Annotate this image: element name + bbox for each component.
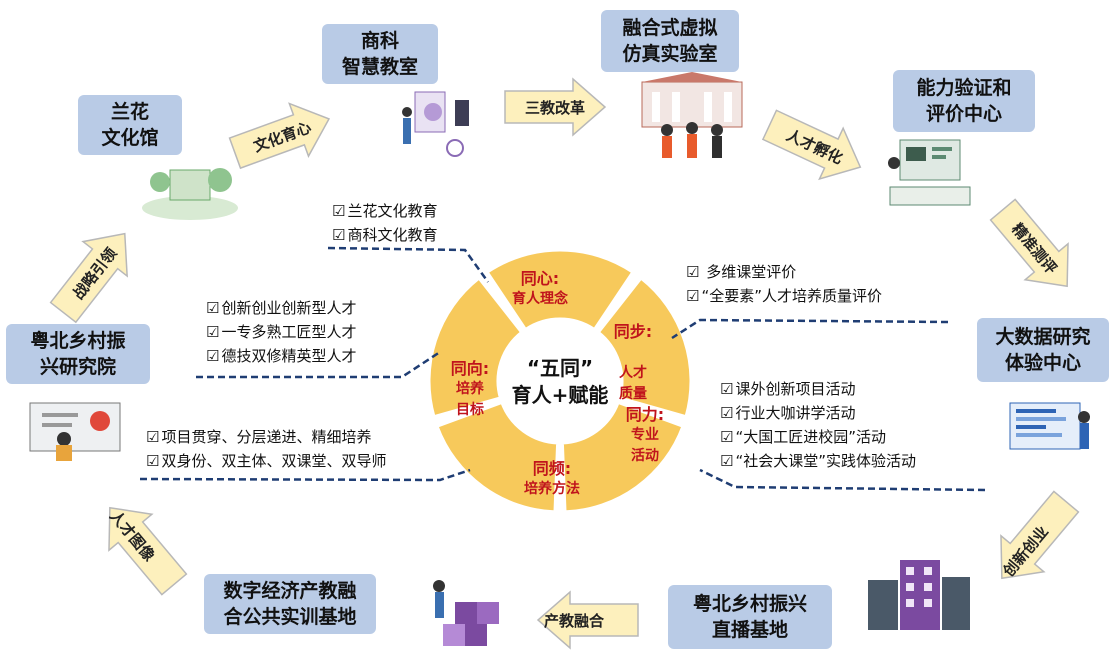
arrow-rencai-fuhua: 人才孵化	[758, 99, 872, 192]
list-item: 多维课堂评价	[686, 260, 882, 284]
segment-tongli-label: 同力: 专业 活动	[610, 404, 680, 467]
box-business-smart-classroom: 商科 智慧教室	[322, 24, 438, 84]
list-tongxin: 兰花文化教育 商科文化教育	[332, 199, 437, 247]
list-item: 德技双修精英型人才	[206, 344, 356, 368]
arrow-rencai-tuxiang: 人才图像	[88, 490, 195, 603]
culture-hall-illustration	[142, 168, 238, 220]
arrow-label: 产教融合	[543, 611, 604, 630]
institute-illustration	[29, 402, 121, 461]
list-item: 创新创业创新型人才	[206, 296, 356, 320]
box-virtual-simulation-lab: 融合式虚拟 仿真实验室	[601, 10, 739, 72]
arrow-label: 三教改革	[524, 98, 585, 117]
segment-sub: 育人理念	[512, 291, 568, 307]
arrow-jingzhun-ceping: 精准测评	[981, 192, 1088, 305]
wheel-center-label: “五同” 育人+赋能	[511, 356, 609, 407]
arrow-chuangxin-chuangye: 创新创业	[980, 484, 1087, 597]
segment-sub: 培养 目标	[456, 381, 484, 418]
box-lanhua-culture-hall: 兰花 文化馆	[78, 95, 182, 155]
box-digital-economy-base: 数字经济产教融 合公共实训基地	[204, 574, 376, 634]
list-item: 一专多熟工匠型人才	[206, 320, 356, 344]
arrow-label: 人才孵化	[783, 125, 846, 168]
list-item: 双身份、双主体、双课堂、双导师	[146, 449, 386, 473]
segment-tongxiang-label: 同向: 培养 目标	[438, 358, 502, 421]
list-item: “全要素”人才培养质量评价	[686, 284, 882, 308]
arrow-label: 人才图像	[106, 506, 159, 565]
list-tongxiang: 创新创业创新型人才 一专多熟工匠型人才 德技双修精英型人才	[206, 296, 356, 368]
arrow-label: 创新创业	[999, 522, 1052, 580]
smart-classroom-illustration	[402, 91, 469, 157]
live-base-buildings-illustration	[868, 560, 970, 630]
segment-sub: 专业 活动	[631, 427, 659, 464]
arrow-chanjiao-ronghe: 产教融合	[536, 590, 639, 650]
segment-tongbu-label: 同步: 人才 质量	[598, 300, 668, 426]
training-base-blocks-illustration	[433, 580, 499, 646]
virtual-lab-illustration	[641, 72, 743, 158]
segment-title: 同力:	[625, 405, 665, 424]
segment-title: 同频:	[532, 459, 572, 478]
big-data-illustration	[1009, 402, 1090, 450]
connector-tongbu	[671, 318, 949, 340]
segment-title: 同步:	[613, 322, 653, 341]
list-item: “社会大课堂”实践体验活动	[720, 449, 916, 473]
list-item: “大国工匠进校园”活动	[720, 425, 916, 449]
segment-title: 同向:	[450, 359, 490, 378]
segment-tongxin-label: 同心: 育人理念	[490, 268, 590, 310]
arrow-sanjiao-gaige: 三教改革	[504, 77, 607, 137]
list-item: 行业大咖讲学活动	[720, 401, 916, 425]
evaluation-center-illustration	[888, 139, 971, 206]
arrow-wenhua-yuxin: 文化育心	[225, 93, 338, 180]
list-item: 商科文化教育	[332, 223, 437, 247]
box-rural-revitalization-institute: 粤北乡村振 兴研究院	[6, 324, 150, 384]
arrow-zhanlue-yinling: 战略引领	[41, 216, 147, 329]
segment-sub: 培养方法	[524, 481, 580, 497]
list-item: 课外创新项目活动	[720, 377, 916, 401]
arrow-label: 战略引领	[68, 244, 120, 303]
arrow-label: 精准测评	[1008, 219, 1061, 278]
connector-tongli	[699, 468, 986, 492]
list-item: 兰花文化教育	[332, 199, 437, 223]
segment-tongpin-label: 同频: 培养方法	[502, 458, 602, 500]
list-tongli: 课外创新项目活动 行业大咖讲学活动 “大国工匠进校园”活动 “社会大课堂”实践体…	[720, 377, 916, 473]
list-tongpin: 项目贯穿、分层递进、精细培养 双身份、双主体、双课堂、双导师	[146, 425, 386, 473]
segment-sub: 人才 质量	[619, 365, 647, 402]
box-live-broadcast-base: 粤北乡村振兴 直播基地	[668, 585, 832, 649]
connector-tongxin	[327, 246, 490, 283]
arrow-label: 文化育心	[250, 117, 314, 156]
box-ability-evaluation-center: 能力验证和 评价中心	[893, 70, 1035, 132]
list-tongbu: 多维课堂评价 “全要素”人才培养质量评价	[686, 260, 882, 308]
box-big-data-center: 大数据研究 体验中心	[977, 318, 1109, 382]
list-item: 项目贯穿、分层递进、精细培养	[146, 425, 386, 449]
segment-title: 同心:	[520, 269, 560, 288]
